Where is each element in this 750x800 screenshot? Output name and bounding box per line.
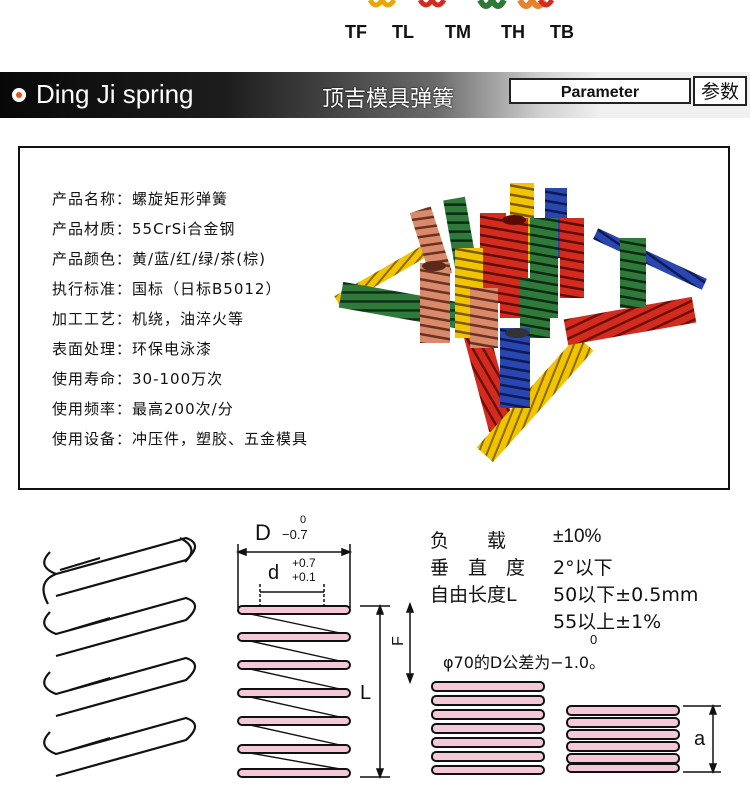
spring-dimension-diagram (235, 544, 390, 780)
tab-parameter-cn[interactable]: 参数 (693, 76, 747, 106)
tag-tm: TM (445, 22, 471, 42)
spec-row: 表面处理：环保电泳漆 (52, 340, 213, 358)
phi-note: φ70的D公差为−1.0。 (443, 653, 606, 672)
spec-row: 产品名称：螺旋矩形弹簧 (52, 190, 229, 208)
header-bar: Ding Ji spring 顶吉模具弹簧 (0, 72, 750, 118)
load-value: ±10% (553, 526, 602, 547)
spring-tops-illustration (367, 0, 555, 9)
tag-tb: TB (550, 22, 574, 42)
tag-th: TH (501, 22, 525, 42)
free-length-label: 自由长度L (430, 584, 517, 606)
dim-D-tol-upper: 0 (300, 514, 307, 526)
phi-note-sup: 0 (590, 632, 598, 647)
perpendicularity-label: 垂 直 度 (430, 557, 526, 579)
compressed-spring-a-diagram (566, 703, 721, 775)
spec-row: 执行标准：国标（日标B5012） (52, 280, 282, 298)
tab-parameter[interactable]: Parameter (509, 78, 691, 104)
dim-F-arrow (405, 601, 415, 685)
perpendicularity-value: 2°以下 (553, 557, 613, 579)
dim-d-tol-lower: +0.1 (292, 570, 316, 584)
compressed-spring-diagram (431, 681, 545, 775)
product-info-panel: 产品名称：螺旋矩形弹簧 产品材质：55CrSi合金钢 产品颜色：黄/蓝/红/绿/… (18, 146, 730, 490)
brand-name-cn: 顶吉模具弹簧 (322, 87, 455, 112)
dim-L-label: L (360, 682, 372, 704)
free-length-value-1: 50以下±0.5mm (553, 584, 699, 606)
tag-tf: TF (345, 22, 367, 42)
load-label: 负 载 (430, 530, 507, 552)
bullet-icon (12, 88, 26, 102)
dim-d-label: d (268, 562, 280, 584)
spring-coil-sketch (42, 536, 197, 778)
spec-row: 产品颜色：黄/蓝/红/绿/茶(棕) (52, 250, 266, 268)
springs-product-photo (334, 183, 707, 463)
spec-row: 加工工艺：机绕，油淬火等 (52, 310, 245, 328)
spring-tops-strip (330, 0, 590, 20)
tag-tl: TL (392, 22, 414, 42)
spec-row: 使用设备：冲压件，塑胶、五金模具 (52, 430, 309, 448)
dim-D-tol-lower: −0.7 (282, 527, 308, 542)
spec-row: 使用寿命：30-100万次 (52, 370, 224, 388)
brand-name: Ding Ji spring (36, 79, 194, 109)
dim-d-tol-upper: +0.7 (292, 556, 316, 570)
spec-row: 使用频率：最高200次/分 (52, 400, 234, 418)
spec-row: 产品材质：55CrSi合金钢 (52, 220, 236, 238)
dim-D-label: D (255, 520, 271, 545)
dim-F-label: F (389, 636, 407, 646)
free-length-value-2: 55以上±1% (553, 611, 662, 633)
dim-a-label: a (694, 728, 706, 750)
